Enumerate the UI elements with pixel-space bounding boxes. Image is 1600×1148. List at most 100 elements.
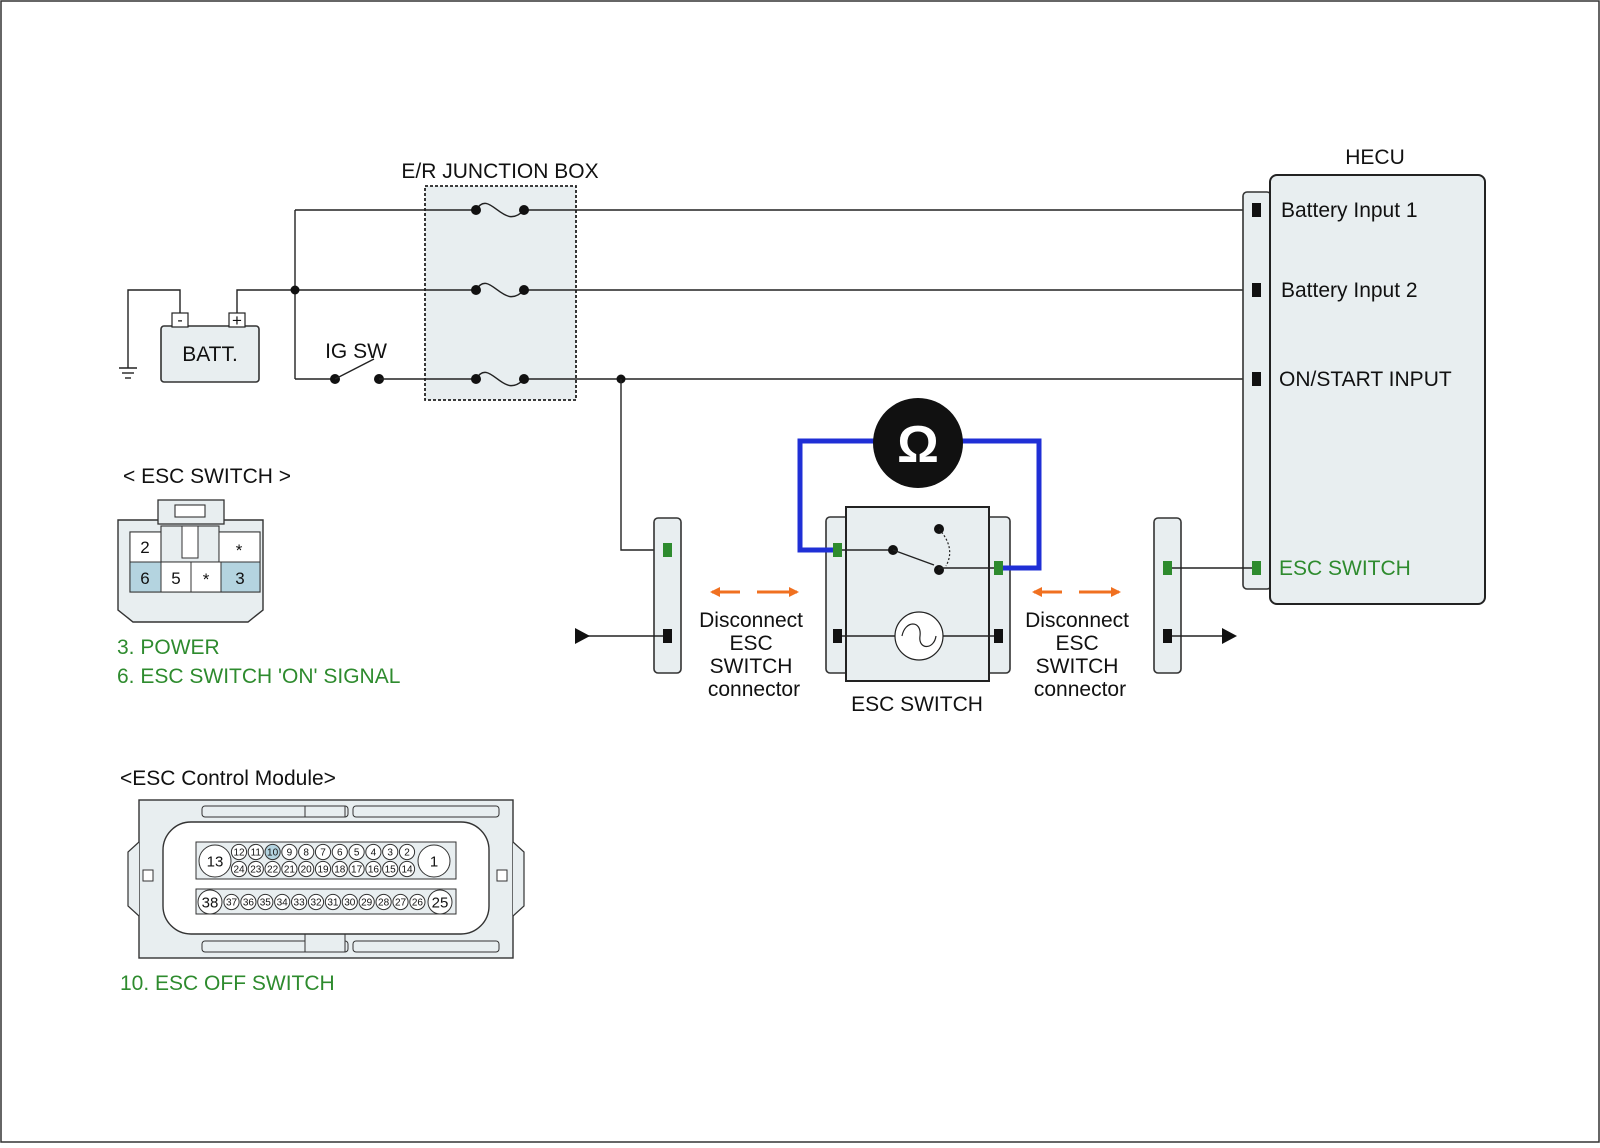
module-pin [382, 860, 399, 878]
module-pin [427, 889, 453, 915]
module-pin-label: 12 [233, 848, 245, 859]
module-pin-label: 4 [371, 848, 377, 859]
module-pin [240, 893, 257, 911]
module-pin [358, 893, 375, 911]
module-pin-label: 27 [395, 898, 407, 909]
module-pin-label: 1 [430, 853, 438, 870]
module-pin [281, 860, 298, 878]
esc-switch-circuit: Disconnect ESC SWITCH connector ESC SWIT… [575, 398, 1252, 716]
hecu-pin-esc-switch: ESC SWITCH [1279, 557, 1411, 580]
module-pin-label: 13 [207, 853, 224, 870]
esc-switch-legend-on-signal: 6. ESC SWITCH 'ON' SIGNAL [117, 665, 400, 688]
wire-arrow-icon [1222, 628, 1237, 644]
module-pin [223, 893, 240, 911]
module-pin [264, 843, 281, 861]
module-pin [230, 860, 248, 878]
module-pin-label: 15 [385, 865, 397, 876]
module-pin [298, 860, 315, 878]
battery-negative: - [177, 312, 182, 329]
fuse-3 [425, 371, 576, 387]
module-pin [365, 843, 382, 861]
module-pin-label: 17 [351, 865, 363, 876]
module-pin-label: 16 [368, 865, 380, 876]
meter-lead-left [797, 438, 880, 553]
hecu: HECU Battery Input 1 Battery Input 2 ON/… [1242, 146, 1486, 605]
module-pin [398, 860, 416, 878]
module-pin-label: 14 [401, 865, 413, 876]
hecu-pin-on-start-input: ON/START INPUT [1279, 368, 1452, 391]
meter-lead-right [955, 438, 1042, 571]
module-pin-label: 19 [317, 865, 329, 876]
module-pin-label: 30 [344, 898, 356, 909]
hecu-connector [1242, 191, 1272, 590]
battery: BATT. - + [119, 289, 260, 383]
module-pin [298, 843, 315, 861]
module-pin [291, 893, 308, 911]
esc-switch-pin: 5 [171, 569, 180, 588]
module-pin [264, 860, 281, 878]
ig-switch-label: IG SW [325, 340, 387, 363]
module-pin-label: 26 [412, 898, 424, 909]
module-pin [348, 843, 365, 861]
module-pin [257, 893, 274, 911]
module-pin-label: 35 [260, 898, 272, 909]
module-pin-label: 34 [277, 898, 289, 909]
battery-positive: + [232, 311, 242, 330]
esc-switch-blade [892, 549, 935, 566]
module-pin-label: 29 [361, 898, 373, 909]
module-pin [409, 893, 426, 911]
battery-label: BATT. [182, 343, 238, 366]
module-pin [230, 843, 248, 861]
wire-arrow-icon [575, 628, 590, 644]
module-pin-label: 38 [202, 894, 219, 911]
esc-switch-pin: 2 [140, 538, 149, 557]
module-pin [341, 893, 358, 911]
esc-module-title: <ESC Control Module> [120, 767, 336, 790]
module-pin [398, 843, 416, 861]
junction-box-title: E/R JUNCTION BOX [401, 160, 598, 183]
module-pin [331, 860, 348, 878]
module-pin-label: 36 [243, 898, 255, 909]
right-harness-connector [1153, 517, 1182, 674]
fuse-1 [425, 202, 576, 218]
module-pin [365, 860, 382, 878]
module-pin [247, 860, 264, 878]
module-pin-label: 23 [250, 865, 262, 876]
ohmmeter-icon [873, 398, 963, 488]
esc-switch-connector-view: < ESC SWITCH > 2 * 6 5 * 3 3. POWER 6. E… [117, 465, 400, 688]
module-pin-label: 2 [404, 848, 410, 859]
fuse-2 [425, 282, 576, 298]
hecu-title: HECU [1345, 146, 1405, 169]
module-pin-label: 37 [226, 898, 238, 909]
module-pin [198, 844, 232, 878]
esc-switch-pin: * [203, 570, 210, 589]
module-pin [417, 844, 451, 878]
module-pin-label: 33 [294, 898, 306, 909]
module-pin-label: 28 [378, 898, 390, 909]
module-pin [348, 860, 365, 878]
module-pin [314, 860, 332, 878]
module-pin-label: 32 [310, 898, 322, 909]
esc-switch-connector-title: < ESC SWITCH > [123, 465, 291, 488]
module-pin [247, 843, 264, 861]
module-pin-label: 9 [287, 848, 293, 859]
module-pin-label: 7 [320, 848, 326, 859]
module-pin [392, 893, 409, 911]
module-pin-label: 3 [387, 848, 393, 859]
junction-box: E/R JUNCTION BOX [401, 160, 599, 401]
power-wiring: IG SW [236, 209, 1256, 551]
module-pin [375, 893, 392, 911]
module-pin-label: 10 [267, 848, 279, 859]
esc-switch-pin: 6 [140, 569, 149, 588]
module-pin [281, 843, 298, 861]
hecu-pin-battery-input-2: Battery Input 2 [1281, 279, 1418, 302]
module-pin-label: 25 [432, 894, 449, 911]
module-pin [382, 843, 399, 861]
module-pin-label: 18 [334, 865, 346, 876]
lamp-icon [894, 611, 944, 661]
module-pin-label: 11 [251, 848, 262, 859]
esc-switch-legend-power: 3. POWER [117, 636, 220, 659]
